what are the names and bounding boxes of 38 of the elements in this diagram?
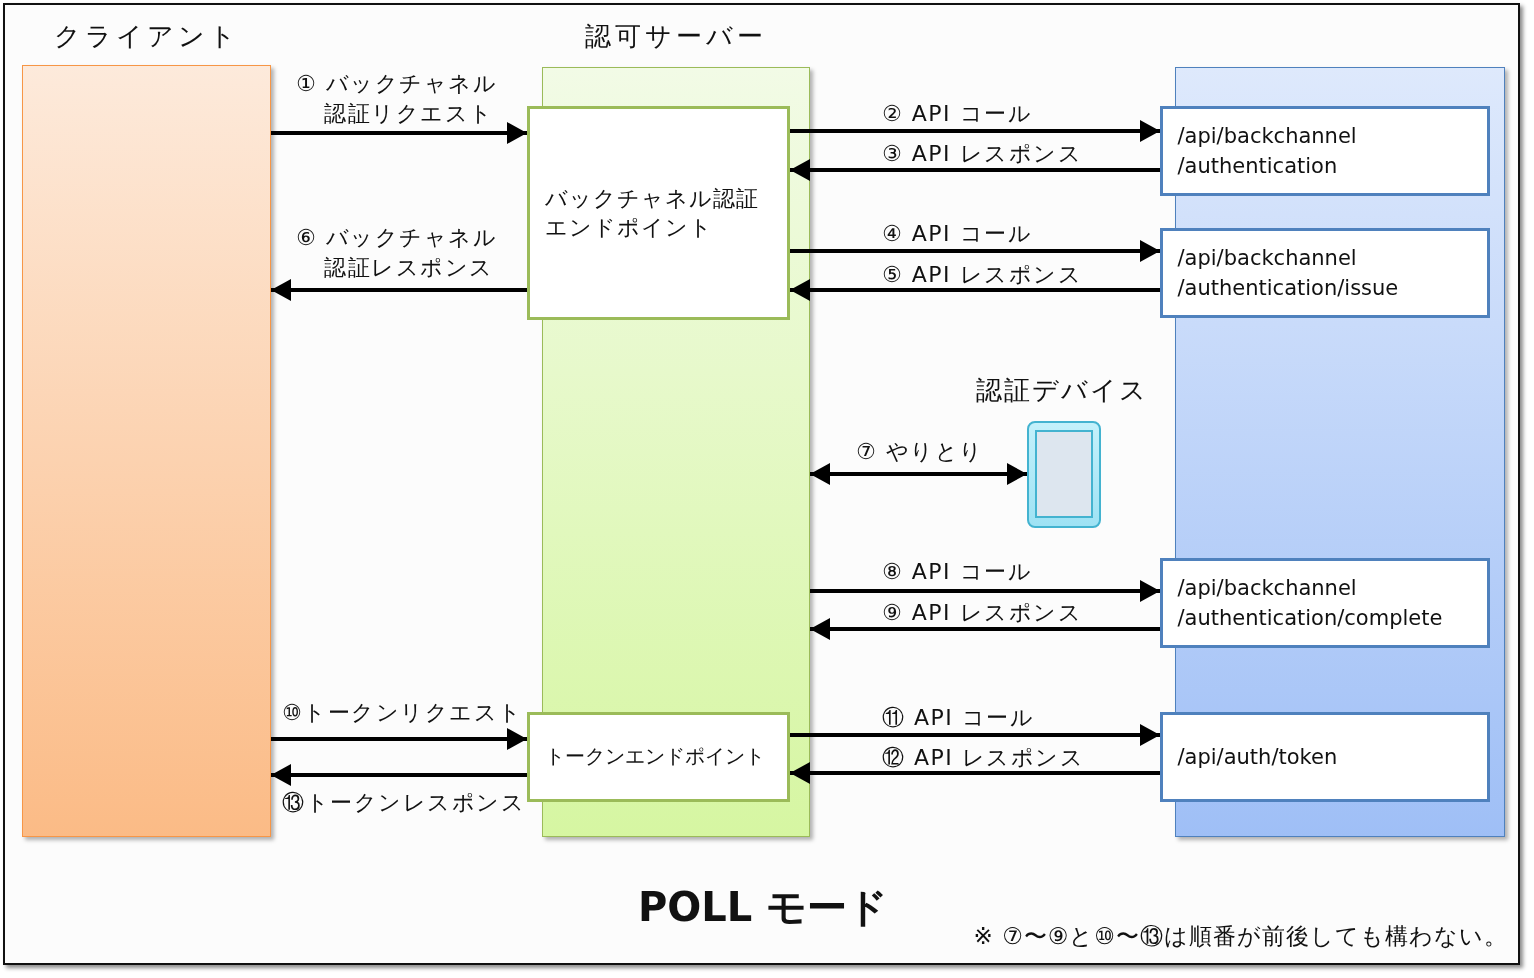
arrow [271,728,527,750]
arrow [271,122,527,144]
note-text: ※ ⑦〜⑨と⑩〜⑬は順番が前後しても構わない。 [973,922,1508,951]
api-path-box: /api/backchannel /authentication [1159,105,1490,196]
edge-label: ④ API コール [882,221,1032,247]
api-path-box: /api/backchannel /authentication/complete [1159,557,1490,648]
edge-label: ⑧ API コール [882,559,1032,585]
arrow [271,764,527,786]
edge-label: ② API コール [882,101,1032,127]
arrow [790,762,1160,784]
diagram-title: POLL モード [637,883,889,932]
edge-label: ⑤ API レスポンス [882,262,1082,288]
edge-label: ③ API レスポンス [882,141,1082,167]
arrow [790,240,1160,262]
arrow [790,279,1160,301]
arrow [810,618,1160,640]
edge-label: ⑫ API レスポンス [882,745,1085,771]
arrow [790,120,1160,142]
arrow [810,580,1160,602]
arrow [790,724,1160,746]
endpoint-box: トークンエンドポイント [526,711,790,802]
api-path-box: /api/auth/token [1159,711,1490,802]
edge-label: ⑨ API レスポンス [882,600,1082,626]
edge-label: ⑬トークンレスポンス [282,790,525,816]
edge-label: ⑪ API コール [882,705,1035,731]
endpoint-box: バックチャネル認証エンドポイント [526,105,790,320]
arrow [810,463,1027,485]
edge-label: ⑩トークンリクエスト [282,700,523,726]
edge-label: ⑦ やりとり [856,439,984,465]
edge-label: ⑥ バックチャネル認証レスポンス [296,224,499,282]
edge-label: ① バックチャネル認証リクエスト [296,70,499,128]
device-label: 認証デバイス [976,374,1148,407]
arrow [790,159,1160,181]
column-heading: 認可サーバー [585,19,767,53]
tablet-icon [1027,421,1101,528]
arrow [271,279,527,301]
column-heading: クライアント [53,19,240,53]
api-path-box: /api/backchannel /authentication/issue [1159,227,1490,318]
